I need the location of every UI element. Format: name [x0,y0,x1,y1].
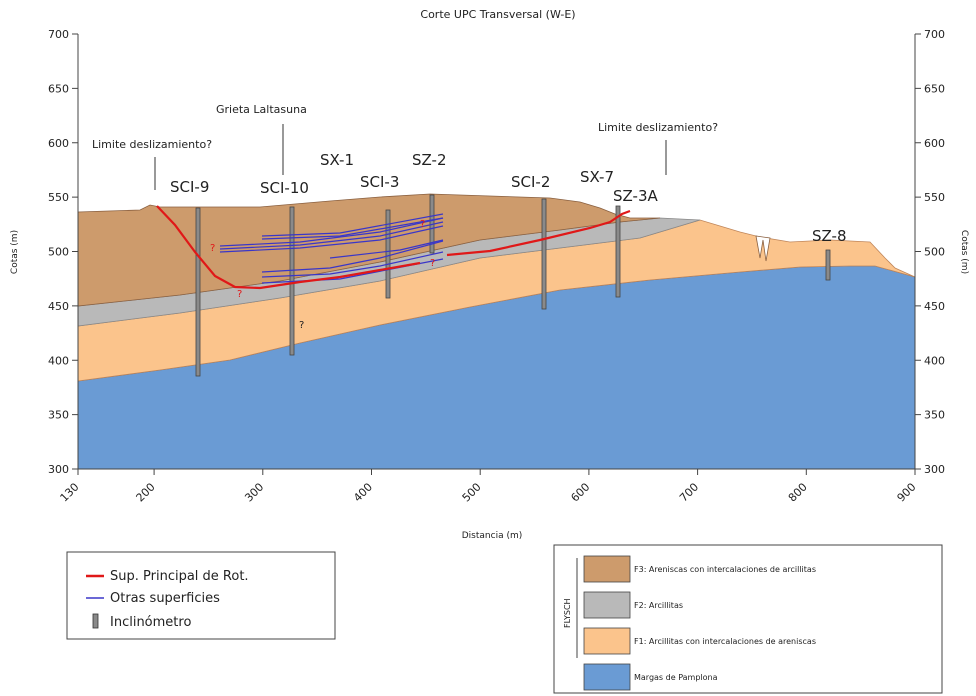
question-mark: ? [210,243,215,254]
x-tick-label: 600 [568,481,592,505]
y-axis-label-left: Cotas (m) [10,230,20,274]
y-tick-label: 500 [924,246,945,259]
grieta-label: Grieta Laltasuna [216,103,307,116]
borehole-labels: SCI-9 SCI-10 SX-1 SCI-3 SZ-2 SCI-2 SX-7 … [170,151,847,245]
x-axis-label: Distancia (m) [462,531,522,541]
y-tick-label: 500 [48,246,69,259]
question-mark: ? [420,219,425,230]
borehole-label-sci3: SCI-3 [360,173,399,191]
y-tick-label: 550 [48,191,69,204]
limit-left-label: Limite deslizamiento? [92,138,212,151]
question-mark: ? [299,320,304,331]
x-tick-label: 700 [677,481,701,505]
y-tick-label: 600 [924,137,945,150]
legend-otras-label: Otras superficies [110,591,220,606]
borehole-label-sz3a: SZ-3A [613,187,658,205]
principal-surface [156,205,631,290]
y-tick-label: 700 [924,28,945,41]
y-tick-label: 350 [924,409,945,422]
borehole-label-sci9: SCI-9 [170,178,209,196]
x-tick-label: 300 [242,481,266,505]
inclinometer-sz3a [615,205,621,298]
valley-notch [755,235,771,262]
borehole-label-sci10: SCI-10 [260,179,309,197]
legend-inclinometro-label: Inclinómetro [110,615,191,630]
legend-f1-label: F1: Arcillitas con intercalaciones de ar… [634,637,816,646]
layer-f3 [77,193,661,307]
y-tick-label: 450 [924,300,945,313]
annotations: Limite deslizamiento? Grieta Laltasuna L… [92,103,718,190]
legend-units: FLYSCH F3: Areniscas con intercalaciones… [553,544,943,694]
legend-flysch-label: FLYSCH [563,598,572,628]
legend-f3-label: F3: Areniscas con intercalaciones de arc… [634,565,816,574]
x-tick-label: 500 [460,481,484,505]
inclinometer-sci3 [385,209,391,299]
y-tick-label: 300 [48,463,69,476]
y-ticks-right: 300 350 400 450 500 550 600 650 700 [915,28,945,476]
y-tick-label: 350 [48,409,69,422]
borehole-label-sz8: SZ-8 [812,227,847,245]
y-tick-label: 650 [48,82,69,95]
borehole-label-sci2: SCI-2 [511,173,550,191]
x-tick-label: 900 [895,481,919,505]
borehole-label-sx1: SX-1 [320,151,354,169]
y-tick-label: 550 [924,191,945,204]
x-ticks: 130 200 300 400 500 600 700 800 900 [58,469,919,505]
legend-f2-label: F2: Arcillitas [634,601,683,610]
layers [77,193,916,470]
borehole-label-sz2: SZ-2 [412,151,447,169]
x-tick-label: 800 [786,481,810,505]
borehole-label-sx7: SX-7 [580,168,614,186]
y-tick-label: 400 [48,354,69,367]
legend-principal-label: Sup. Principal de Rot. [110,569,249,584]
chart-title: Corte UPC Transversal (W-E) [420,8,575,21]
y-tick-label: 450 [48,300,69,313]
inclinometer-sci2 [541,198,547,310]
y-tick-label: 700 [48,28,69,41]
y-tick-label: 600 [48,137,69,150]
y-tick-label: 650 [924,82,945,95]
legend-f1-swatch [583,627,631,655]
inclinometer-sci9 [195,207,201,377]
y-ticks-left: 300 350 400 450 500 550 600 650 700 [48,28,78,476]
x-tick-label: 200 [134,481,158,505]
y-axis-label-right: Cotas (m) [959,230,969,274]
x-tick-label: 130 [58,481,82,505]
inclinometer-sz8 [825,249,831,281]
question-mark: ? [430,258,435,269]
legend-inclinometro-icon [92,613,99,629]
y-tick-label: 400 [924,354,945,367]
legend-lines: Sup. Principal de Rot. Otras superficies… [66,551,336,640]
legend-f2-swatch [583,591,631,619]
x-tick-label: 400 [351,481,375,505]
question-mark: ? [237,289,242,300]
legend-margas-swatch [583,663,631,691]
uncertainty-markers: ? ? ? ? ? [210,219,435,331]
legend-margas-label: Margas de Pamplona [634,673,718,682]
legend-f3-swatch [583,555,631,583]
limit-right-label: Limite deslizamiento? [598,121,718,134]
y-tick-label: 300 [924,463,945,476]
